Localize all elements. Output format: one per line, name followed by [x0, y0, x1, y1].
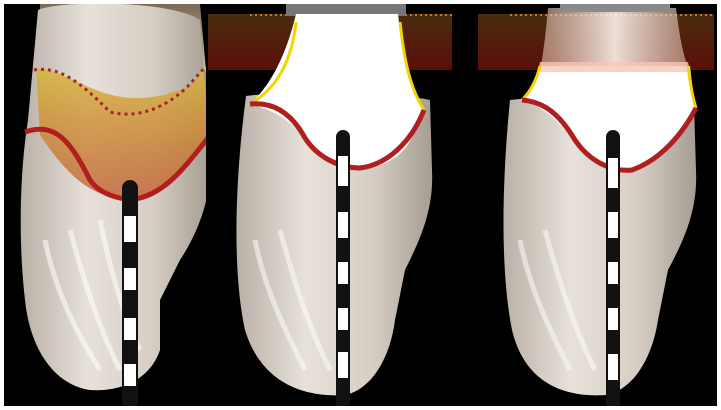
- panel-divider-1: [206, 4, 208, 406]
- pink-transition-band: [538, 62, 690, 72]
- periodontal-probe-2: [336, 130, 350, 410]
- top-stub-3: [560, 4, 670, 12]
- translucent-restoration: [540, 8, 690, 70]
- panel-divider-2: [464, 4, 466, 406]
- periodontal-probe-3: [606, 130, 620, 410]
- periodontal-probe-1: [122, 180, 138, 410]
